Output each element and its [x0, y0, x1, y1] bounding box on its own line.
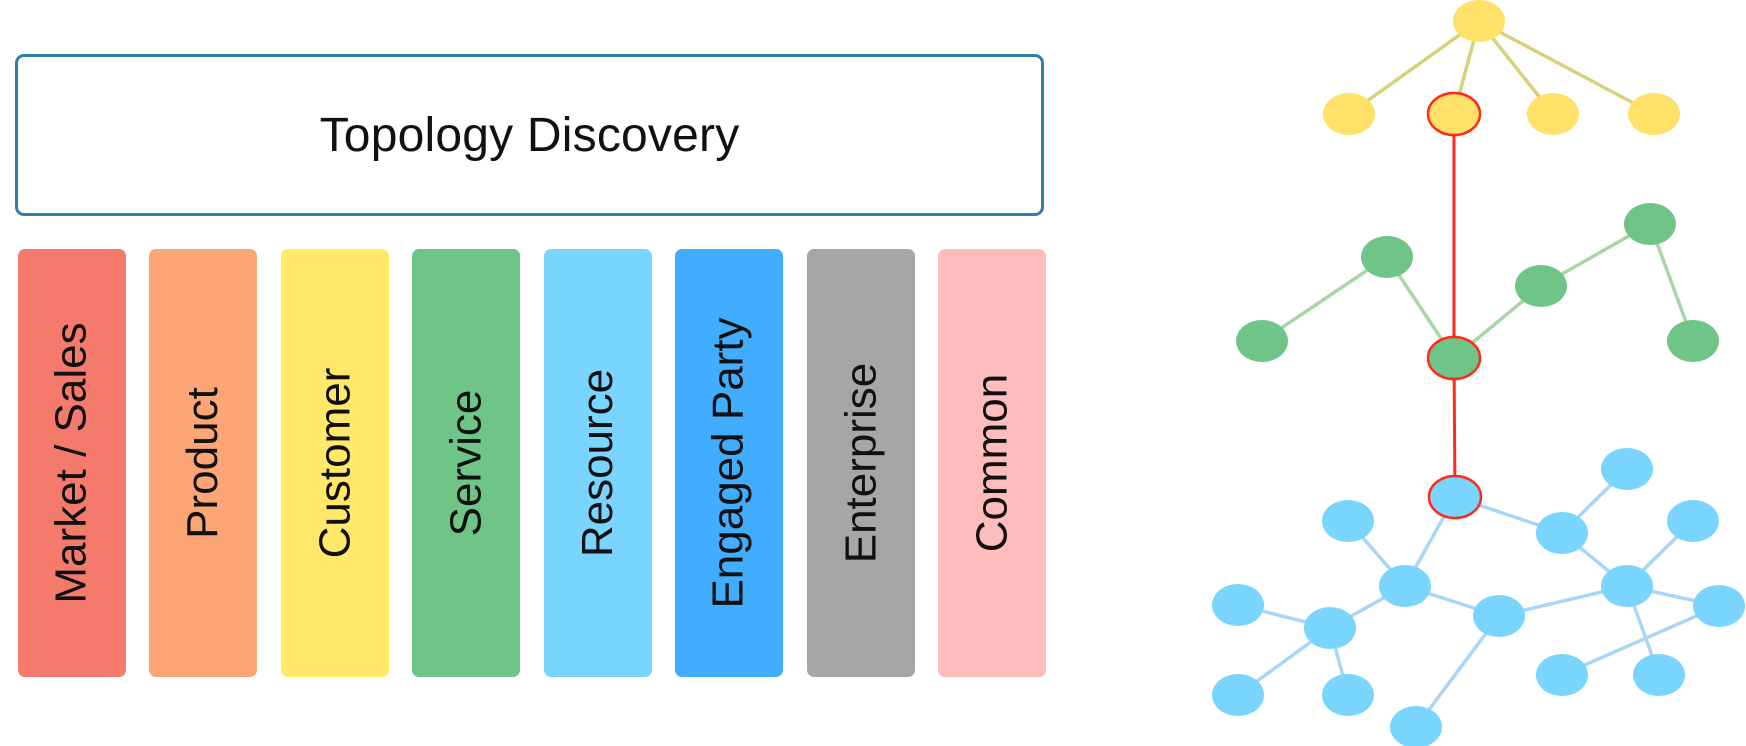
topology-graph — [1212, 0, 1745, 746]
graph-node — [1536, 654, 1588, 696]
graph-node — [1379, 565, 1431, 607]
domain-label: Common — [967, 373, 1016, 553]
domain-market-sales: Market / Sales — [18, 249, 126, 677]
highlight-node — [1426, 335, 1482, 381]
domain-label: Product — [178, 387, 228, 539]
graph-node — [1601, 448, 1653, 490]
domain-common: Common — [938, 249, 1046, 677]
graph-node — [1527, 93, 1579, 135]
topology-discovery-box: Topology Discovery — [15, 54, 1044, 216]
domain-label: Resource — [573, 368, 622, 558]
graph-node — [1633, 654, 1685, 696]
highlight-edge — [1452, 357, 1457, 498]
graph-node — [1624, 203, 1676, 245]
graph-node — [1361, 236, 1413, 278]
graph-node — [1304, 607, 1356, 649]
graph-node — [1236, 320, 1288, 362]
graph-edge — [1478, 19, 1655, 116]
graph-node — [1322, 500, 1374, 542]
graph-node — [1628, 93, 1680, 135]
graph-node — [1212, 584, 1264, 626]
graph-node — [1693, 585, 1745, 627]
domain-resource: Resource — [544, 249, 652, 677]
graph-edge — [1414, 614, 1501, 729]
graph-node — [1536, 512, 1588, 554]
domain-label: Service — [441, 389, 490, 537]
domain-label: Market / Sales — [47, 322, 96, 604]
topology-discovery-label: Topology Discovery — [319, 108, 740, 162]
domain-enterprise: Enterprise — [807, 249, 915, 677]
domain-label: Engaged Party — [704, 317, 753, 609]
graph-node — [1212, 674, 1264, 716]
graph-node — [1453, 0, 1505, 42]
graph-node — [1322, 674, 1374, 716]
graph-node — [1473, 595, 1525, 637]
domain-customer: Customer — [281, 249, 389, 677]
graph-edge — [1561, 604, 1720, 677]
graph-node — [1515, 265, 1567, 307]
graph-node — [1390, 706, 1442, 746]
domain-label: Enterprise — [836, 362, 886, 564]
domain-service: Service — [412, 249, 520, 677]
graph-node — [1323, 93, 1375, 135]
graph-edge — [1347, 19, 1481, 116]
domain-label: Customer — [310, 367, 359, 559]
highlight-node — [1427, 474, 1483, 520]
graph-node — [1667, 500, 1719, 542]
graph-node — [1601, 565, 1653, 607]
domain-engaged-party: Engaged Party — [675, 249, 783, 677]
domain-product: Product — [149, 249, 257, 677]
highlight-node — [1426, 91, 1482, 137]
graph-node — [1667, 320, 1719, 362]
graph-edge — [1261, 255, 1388, 343]
